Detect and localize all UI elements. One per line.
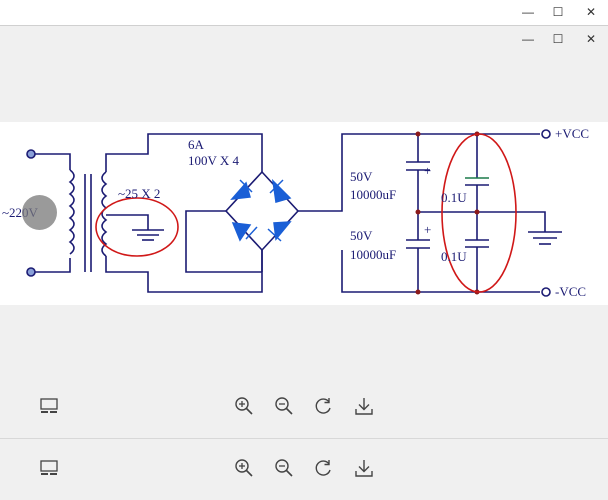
minus-vcc-terminal (541, 287, 551, 297)
cap1-polarity-label: + (424, 163, 431, 178)
close-button-2[interactable]: ✕ (579, 29, 603, 49)
zoom-out-icon (275, 459, 293, 477)
mains-terminal-bottom (26, 267, 36, 277)
zoom-in-button-2[interactable] (232, 456, 256, 480)
download-button-2[interactable] (352, 456, 376, 480)
minimize-button-2[interactable]: — (516, 29, 540, 49)
cap1-voltage-label: 50V (350, 169, 373, 184)
plus-vcc-label: +VCC (555, 126, 589, 141)
cap2-voltage-label: 50V (350, 228, 373, 243)
zoom-out-icon (275, 397, 293, 415)
thumbnail-icon (40, 398, 58, 413)
junction-nodes (415, 131, 480, 295)
bridge-diodes (230, 178, 292, 242)
viewer-toolbar (0, 377, 608, 435)
ground-highlight-ellipse (95, 197, 179, 257)
secondary-label: ~25 X 2 (118, 186, 160, 201)
viewer-toolbar-2 (0, 438, 608, 497)
minus-vcc-label: -VCC (555, 284, 586, 299)
mains-terminal-top (26, 149, 36, 159)
capacitor-highlight-ellipse (441, 133, 517, 293)
rotate-icon (315, 398, 331, 414)
minimize-icon: — (522, 32, 534, 46)
circuit-diagram: ~220V ~25 X 2 6A 100V X 4 50V 10000uF 50… (2, 126, 589, 299)
thumbnail-button-2[interactable] (37, 456, 61, 480)
bridge-current-label: 6A (188, 137, 205, 152)
maximize-button[interactable]: ☐ (546, 2, 570, 22)
zoom-in-button[interactable] (232, 394, 256, 418)
rotate-icon (315, 460, 331, 476)
zoom-out-button-2[interactable] (272, 456, 296, 480)
cap2-value-label: 10000uF (350, 247, 396, 262)
rotate-button-2[interactable] (312, 456, 336, 480)
maximize-icon: ☐ (552, 32, 564, 46)
circuit-image: ~220V ~25 X 2 6A 100V X 4 50V 10000uF 50… (0, 122, 608, 305)
download-button[interactable] (352, 394, 376, 418)
plus-vcc-terminal (541, 129, 551, 139)
download-icon (355, 460, 373, 477)
thumbnail-button[interactable] (37, 394, 61, 418)
minimize-button[interactable]: — (516, 2, 540, 22)
maximize-button-2[interactable]: ☐ (546, 29, 570, 49)
close-icon: ✕ (585, 5, 597, 19)
download-icon (355, 398, 373, 415)
inner-title-bar: — ☐ ✕ (0, 26, 608, 52)
small-cap1-label: 0.1U (441, 190, 467, 205)
close-icon: ✕ (585, 32, 597, 46)
minimize-icon: — (522, 5, 534, 19)
bridge-rating-label: 100V X 4 (188, 153, 240, 168)
close-button[interactable]: ✕ (579, 2, 603, 22)
maximize-icon: ☐ (552, 5, 564, 19)
scroll-indicator[interactable] (22, 195, 57, 230)
cap1-value-label: 10000uF (350, 187, 396, 202)
thumbnail-icon (40, 460, 58, 475)
cap2-polarity-label: + (424, 222, 431, 237)
zoom-in-icon (235, 397, 253, 415)
title-bar: — ☐ ✕ (0, 0, 608, 26)
zoom-out-button[interactable] (272, 394, 296, 418)
rotate-button[interactable] (312, 394, 336, 418)
small-cap2-label: 0.1U (441, 249, 467, 264)
zoom-in-icon (235, 459, 253, 477)
